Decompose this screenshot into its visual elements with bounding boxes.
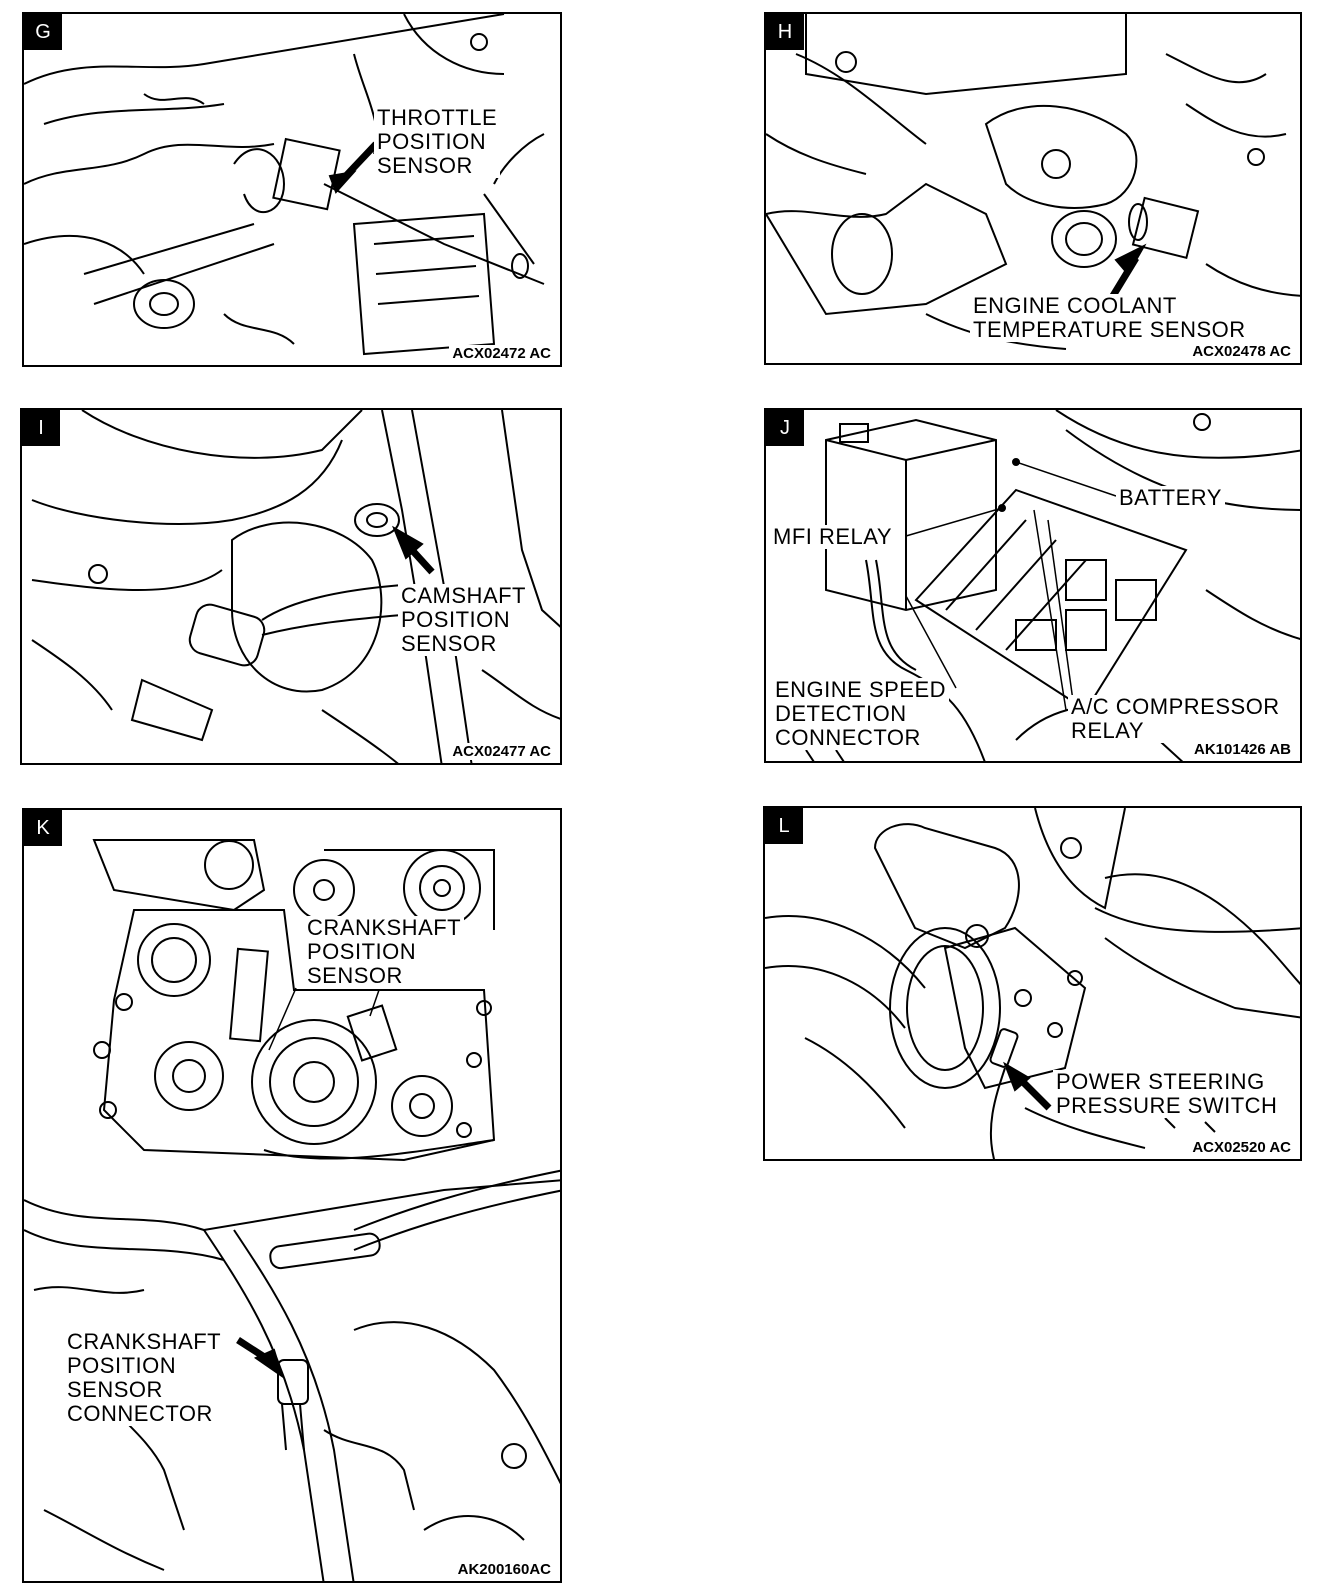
figure-code: AK200160AC — [454, 1561, 554, 1578]
figure-code: ACX02478 AC — [1189, 343, 1294, 360]
throttle-body-illustration — [24, 14, 545, 356]
figure-code: ACX02477 AC — [449, 743, 554, 760]
panel-j: J BATTERY MFI RELAY ENGINE SPEED DETECTI… — [764, 408, 1302, 763]
figure-code: ACX02472 AC — [449, 345, 554, 362]
panel-letter: H — [766, 14, 804, 50]
panel-h: H ENGINE COOLANT TEMPERATURE SENSOR ACX0… — [764, 12, 1302, 365]
panel-letter: L — [765, 808, 803, 844]
engine-coolant-temperature-sensor-label: ENGINE COOLANT TEMPERATURE SENSOR — [970, 294, 1249, 342]
figure-code: AK101426 AB — [1191, 741, 1294, 758]
panel-letter: K — [24, 810, 62, 846]
figure-code: ACX02520 AC — [1189, 1139, 1294, 1156]
engine-speed-detection-connector-label: ENGINE SPEED DETECTION CONNECTOR — [772, 678, 950, 750]
battery-label: BATTERY — [1116, 486, 1225, 510]
power-steering-pressure-switch-label: POWER STEERING PRESSURE SWITCH — [1053, 1070, 1281, 1118]
panel-l: L POWER STEERING PRESSURE SWITCH ACX0252… — [763, 806, 1302, 1161]
mfi-relay-label: MFI RELAY — [770, 525, 896, 549]
panel-letter: G — [24, 14, 62, 50]
camshaft-position-sensor-label: CAMSHAFT POSITION SENSOR — [398, 584, 529, 656]
panel-k: K — [22, 808, 562, 1583]
panel-letter: I — [22, 410, 60, 446]
panel-letter: J — [766, 410, 804, 446]
panel-i: I CAMSHAFT POSITION SENSOR ACX02477 AC — [20, 408, 562, 765]
ac-compressor-relay-label: A/C COMPRESSOR RELAY — [1068, 695, 1283, 743]
crankshaft-sensor-illustration — [24, 839, 560, 1581]
throttle-position-sensor-label: THROTTLE POSITION SENSOR — [374, 106, 501, 178]
camshaft-sensor-illustration — [31, 410, 560, 763]
power-steering-pump-illustration — [765, 808, 1300, 1159]
crankshaft-position-sensor-connector-label: CRANKSHAFT POSITION SENSOR CONNECTOR — [64, 1330, 225, 1426]
panel-g: G THROTTLE POSITION SENSOR ACX02472 AC — [22, 12, 562, 367]
relay-box-illustration — [805, 410, 1300, 761]
crankshaft-position-sensor-label: CRANKSHAFT POSITION SENSOR — [304, 916, 465, 988]
